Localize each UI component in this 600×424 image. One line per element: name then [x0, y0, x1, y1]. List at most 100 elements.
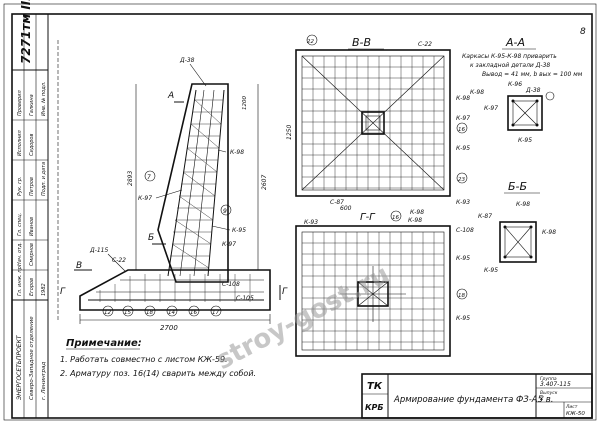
balloon: 23: [456, 172, 468, 184]
balloon: 15: [122, 305, 134, 317]
dim-right: 2607: [261, 175, 268, 190]
section-marker-b: Б: [148, 233, 154, 243]
aa-note-line: Каркасы К-95-К-98 приварить: [462, 53, 557, 60]
bb-label: К-98: [456, 95, 470, 102]
dim-bottom: 2700: [160, 324, 178, 332]
stamp-name: Сидоров: [29, 134, 35, 156]
notes-title: Примечание:: [66, 338, 142, 349]
section-aa-outline: [507, 95, 543, 131]
stamp-dept: Северо-Западное отделение: [29, 316, 35, 400]
bb-label: С-87: [330, 199, 344, 206]
balloon: 22: [306, 34, 318, 46]
section-gg-title: Г-Г: [360, 212, 376, 223]
balloon: 16: [456, 122, 468, 134]
footing-mesh: [99, 274, 251, 302]
section-b6-title: Б-Б: [508, 180, 527, 193]
svg-text:7: 7: [147, 174, 151, 181]
balloon: 18: [456, 288, 468, 300]
section-bb-outline: [295, 49, 451, 197]
svg-text:18: 18: [458, 293, 465, 299]
stamp-role: Исполнил: [17, 129, 23, 156]
title-block: ТК КРБ Армирование фундамента ФЗ-А5 в. Г…: [361, 373, 593, 419]
b6-label: К-98: [516, 201, 530, 208]
svg-text:18: 18: [146, 310, 153, 316]
bb-label: К-93: [456, 199, 470, 206]
label-k98: К-98: [230, 149, 244, 156]
stamp-inv-label: Инв. № подл.: [41, 82, 47, 117]
notes-block: Примечание: 1. Работать совместно с лист…: [60, 338, 256, 378]
section-bb-title: В-В: [352, 36, 371, 49]
section-gg: Г-Г К-93 С-108 К-98 К-95 К-95 16 18: [295, 210, 474, 357]
svg-text:14: 14: [168, 310, 175, 316]
b6-label: К-98: [542, 229, 556, 236]
section-bb-mesh: [302, 56, 444, 190]
stamp-name: Галкина: [29, 94, 35, 116]
section-aa-title: А-А: [505, 36, 525, 49]
column-cage: [167, 89, 225, 277]
stamp-role: Нач. отд.: [17, 242, 23, 266]
note-item: 1. Работать совместно с листом КЖ-59.: [60, 355, 228, 364]
section-aa: А-А Каркасы К-95-К-98 приварить к заклад…: [462, 36, 583, 144]
elevation-view: 2700 2607 2893 1200 А Б В Г Г Д-38 К-97 …: [57, 40, 288, 332]
b6-label: К-87: [478, 213, 492, 220]
label-d38: Д-38: [179, 57, 195, 64]
svg-text:17: 17: [212, 310, 219, 316]
column-outline: [157, 83, 229, 283]
label-k97b: К-97: [222, 241, 236, 248]
side-stamp: 7271тм III-8 ЭНЕРГОСЕТЬПРОЕКТ Северо-Зап…: [11, 0, 49, 419]
label-k97: К-97: [138, 195, 152, 202]
label-c108: С-108: [222, 281, 240, 288]
logo-top: ТК: [367, 381, 383, 392]
gg-label: К-98: [408, 217, 422, 224]
b6-label: К-95: [484, 267, 498, 274]
balloon: [545, 91, 555, 101]
balloon: 9: [220, 204, 232, 216]
section-b6-outline: [499, 221, 537, 263]
section-b6: Б-Б К-87 К-98 К-98 К-95: [478, 180, 556, 274]
label-d115: Д-115: [89, 247, 108, 254]
note-item: 2. Арматуру поз. 16(14) сварить между со…: [60, 369, 256, 378]
column-socket: [361, 111, 385, 135]
gg-label: К-93: [304, 219, 318, 226]
bb-label: К-98: [410, 209, 424, 216]
sheet-value: КЖ-50: [566, 411, 585, 417]
gg-label: С-108: [456, 227, 474, 234]
group-label: Группа: [540, 376, 557, 382]
svg-text:16: 16: [190, 310, 197, 316]
stamp-role: Рук. гр.: [17, 176, 23, 196]
stamp-name: Иванов: [29, 217, 35, 236]
balloon: 16: [390, 210, 402, 222]
series-code: 7271тм III-8: [19, 0, 33, 64]
svg-text:23: 23: [458, 177, 465, 183]
balloon: 7: [144, 170, 156, 182]
bb-dim-top: 600: [340, 205, 352, 212]
stamp-role: Гл. инж. пр.: [17, 265, 23, 296]
bb-label: С-22: [418, 41, 432, 48]
stamp-role: Гл. спец.: [17, 213, 23, 236]
label-k95: К-95: [232, 227, 246, 234]
stamp-name: Петров: [29, 177, 35, 196]
issue-label: Выпуск: [540, 390, 558, 396]
stamp-role: Проверил: [17, 90, 23, 116]
aa-label: Д-38: [525, 87, 541, 94]
bb-label: К-97: [456, 115, 470, 122]
balloon: 14: [166, 305, 178, 317]
section-marker-v: В: [76, 261, 82, 271]
aa-note-line: Вывод = 41 мм, b вых = 100 мм: [482, 71, 583, 78]
balloon: 12: [102, 305, 114, 317]
svg-text:16: 16: [458, 127, 465, 133]
svg-text:9: 9: [223, 208, 227, 215]
svg-text:12: 12: [104, 310, 111, 316]
dim-mid: 1200: [242, 96, 248, 110]
bb-dim-left: 1250: [286, 125, 293, 140]
section-bb: В-В С-22 К-98 К-97 К-95 К-93 С-87 К-98 2…: [286, 34, 470, 216]
aa-label: К-97: [484, 105, 498, 112]
aa-label: К-95: [518, 137, 532, 144]
svg-text:15: 15: [124, 310, 131, 316]
section-marker-g-right: Г: [282, 287, 288, 297]
label-c22: С-22: [112, 257, 126, 264]
gg-label: К-95: [456, 255, 470, 262]
section-gg-mesh: [302, 232, 444, 350]
issue-value: 2: [540, 395, 544, 402]
